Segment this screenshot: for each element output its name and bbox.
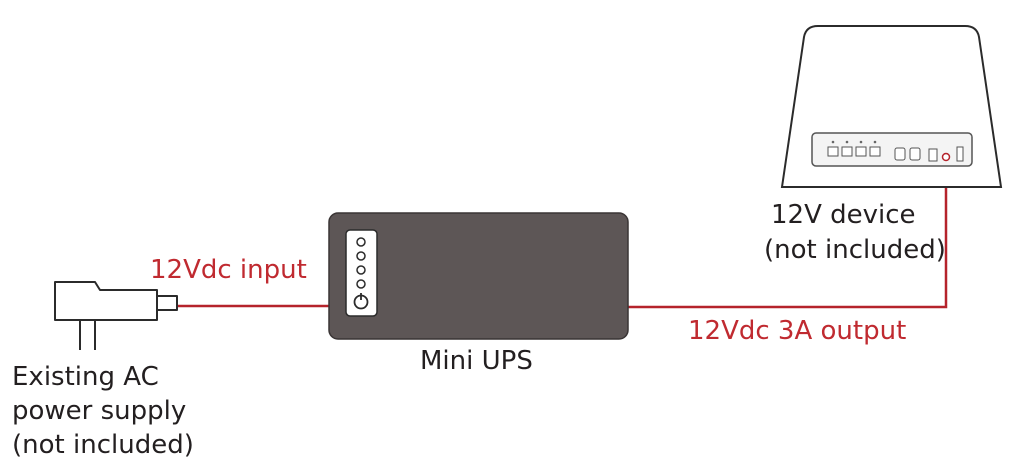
output-cable [627, 160, 948, 309]
cables [178, 160, 948, 309]
device-label-line2: (not included) [764, 235, 946, 265]
mini-ups [328, 212, 629, 340]
power-button-icon [353, 293, 369, 310]
supply-label-line1: Existing AC [12, 362, 159, 392]
output-label: 12Vdc 3A output [688, 316, 907, 346]
ups-label: Mini UPS [420, 346, 533, 376]
router-device [780, 25, 1003, 188]
supply-label-line3: (not included) [12, 430, 194, 460]
supply-label-line2: power supply [12, 396, 187, 426]
device-label-line1: 12V device [771, 200, 916, 230]
dc-jack-icon [941, 152, 951, 162]
led-indicator-icons [356, 237, 366, 289]
ac-power-adapter [54, 281, 178, 350]
input-label: 12Vdc input [150, 255, 307, 285]
router-ports [827, 146, 964, 162]
